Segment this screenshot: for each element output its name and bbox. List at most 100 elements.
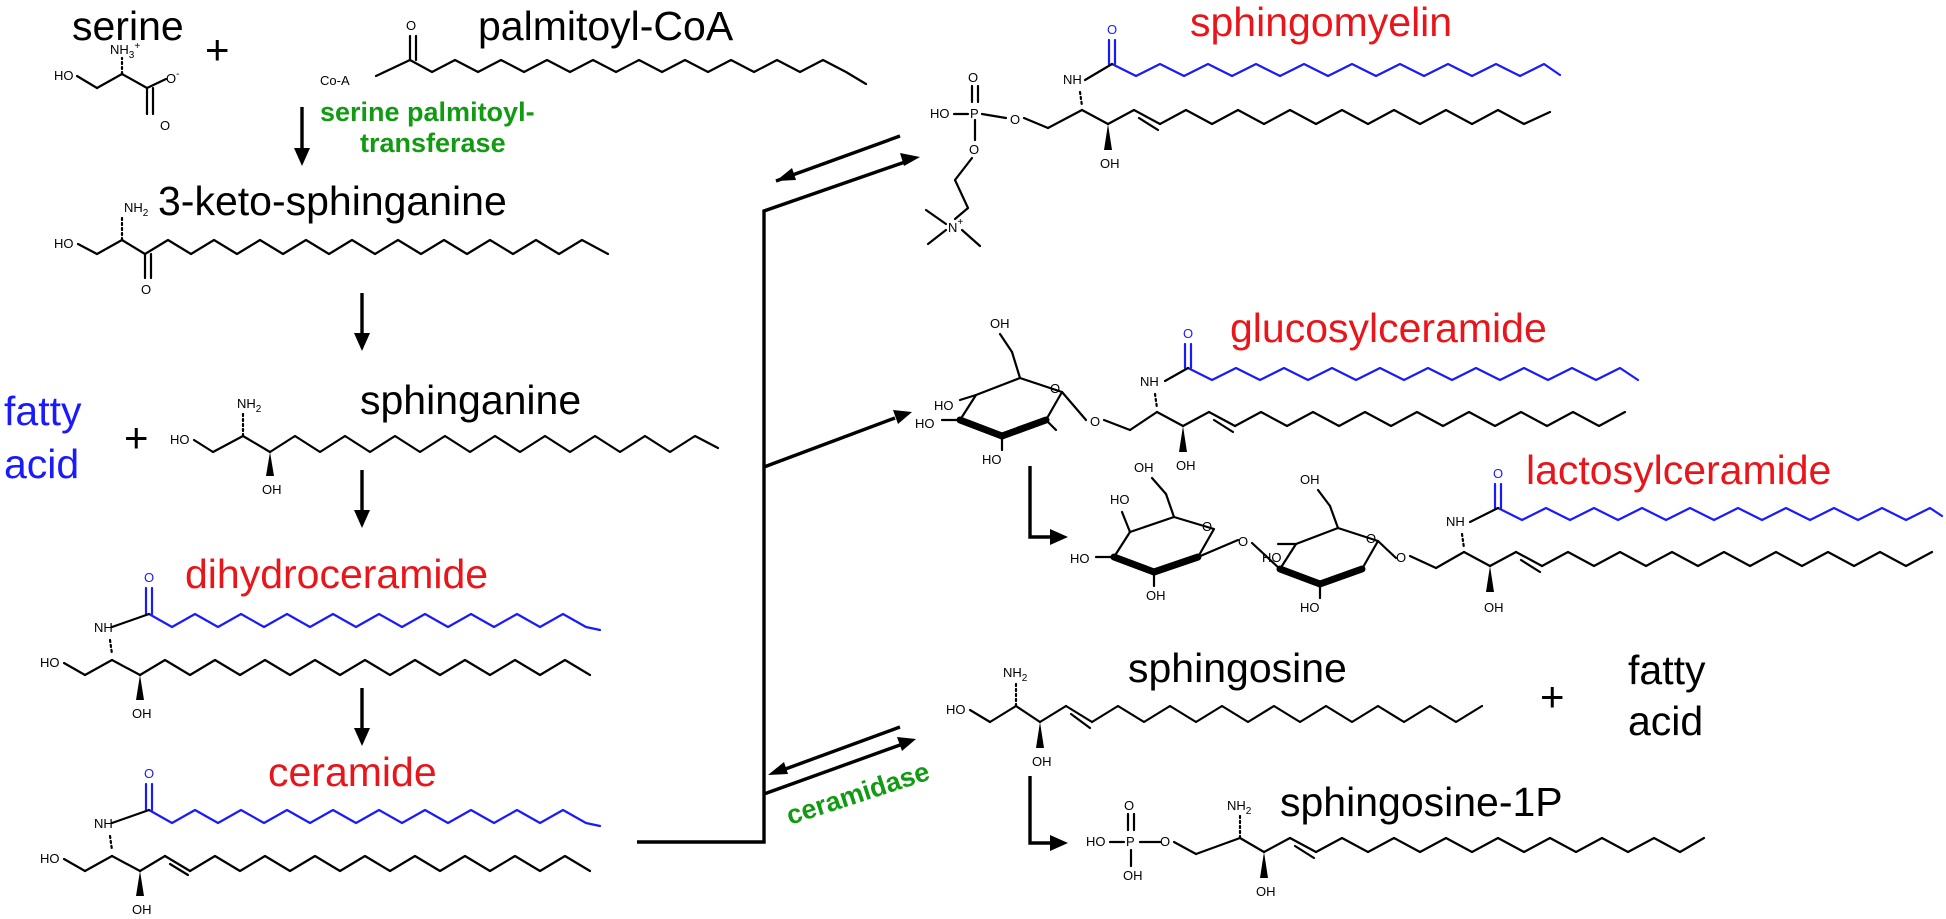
plus-sign: + — [1540, 673, 1565, 720]
sphingomyelin-label: sphingomyelin — [1190, 0, 1452, 45]
o-atom: O — [1366, 531, 1376, 546]
arrowhead — [1050, 835, 1068, 851]
nh-atom: NH — [94, 620, 113, 635]
ho-atom: HO — [946, 702, 966, 717]
fatty-acid-right-line2: acid — [1628, 698, 1703, 744]
oh-atom: OH — [1176, 458, 1196, 473]
arrowhead — [354, 728, 370, 746]
o-atom: O — [1238, 534, 1248, 549]
arrowhead — [897, 737, 916, 751]
branch-connector — [637, 134, 920, 844]
o-atom: O — [1160, 834, 1170, 849]
nh2-atom: NH2 — [124, 200, 149, 219]
arrowhead — [294, 148, 310, 166]
serine-label: serine — [72, 3, 184, 49]
n-plus-atom: N+ — [948, 217, 963, 235]
ho-atom: HO — [1070, 551, 1090, 566]
ho-atom: HO — [54, 236, 74, 251]
oh-atom: OH — [1484, 600, 1504, 615]
nh2-atom: NH2 — [1227, 798, 1252, 817]
sphinganine-structure: sphinganine NH2 HO OH — [170, 377, 720, 497]
arrowhead — [776, 168, 796, 181]
nh-atom: NH — [1446, 514, 1465, 529]
arrowhead — [900, 153, 920, 166]
ho-atom: HO — [1086, 834, 1106, 849]
ho-atom: HO — [1300, 600, 1320, 615]
o-atom: O — [160, 118, 170, 133]
sphingosine-label: sphingosine — [1128, 645, 1347, 691]
ho-atom: HO — [982, 452, 1002, 467]
arrowhead — [768, 762, 788, 775]
o-atom: O — [1050, 381, 1060, 396]
sphingosine-1p-label: sphingosine-1P — [1280, 779, 1563, 825]
nh-atom: NH — [94, 816, 113, 831]
o-atom: O — [144, 766, 154, 781]
nh2-atom: NH2 — [1003, 665, 1028, 684]
glucosylceramide-label: glucosylceramide — [1230, 305, 1547, 351]
plus-sign: + — [124, 414, 149, 461]
plus-sign: + — [205, 26, 230, 73]
lactosylceramide-label: lactosylceramide — [1526, 447, 1831, 493]
arrowhead — [354, 510, 370, 528]
oh-atom: OH — [1100, 156, 1120, 171]
o-atom: O — [968, 70, 978, 85]
ho-atom: HO — [170, 432, 190, 447]
nh-atom: NH — [1063, 72, 1082, 87]
o-atom: O — [1107, 22, 1117, 37]
sphingosine-structure: sphingosine NH2 HO OH — [946, 645, 1484, 769]
sphinganine-label: sphinganine — [360, 377, 581, 423]
o-atom: O — [1010, 112, 1020, 127]
oh-atom: OH — [1300, 472, 1320, 487]
o-atom: O — [1124, 798, 1134, 813]
ho-atom: HO — [915, 416, 935, 431]
oh-atom: OH — [262, 482, 282, 497]
phosphorus-atom: P — [1126, 834, 1135, 849]
o-minus-atom: O- — [166, 69, 179, 86]
3-keto-sphinganine-structure: 3-keto-sphinganine NH2 HO O — [54, 178, 610, 297]
nh2-atom: NH2 — [237, 396, 262, 415]
oh-atom: OH — [1146, 588, 1166, 603]
o-atom: O — [1493, 466, 1503, 481]
arrow-sph-to-s1p — [1028, 776, 1053, 845]
ho-atom: HO — [40, 655, 60, 670]
ho-atom: HO — [930, 106, 950, 121]
o-atom: O — [141, 282, 151, 297]
enzyme-ceramidase: ceramidase — [783, 756, 934, 830]
oh-atom: OH — [1032, 754, 1052, 769]
ho-atom: HO — [54, 68, 74, 83]
sphingosine-1p-structure: sphingosine-1P NH2 HO P O OH O OH — [1086, 779, 1706, 899]
ho-atom: HO — [40, 851, 60, 866]
fatty-acid-right-line1: fatty — [1628, 647, 1706, 693]
lactosylceramide-structure: lactosylceramide O NH O OH O OH HO HO OH… — [1070, 447, 1944, 615]
arrowhead — [893, 410, 912, 424]
coa-atom: Co-A — [320, 73, 350, 88]
nh-atom: NH — [1140, 374, 1159, 389]
enzyme-serine-palmitoyltransferase-line1: serine palmitoyl- — [320, 97, 535, 127]
glucosylceramide-structure: glucosylceramide O NH O OH O OH HO HO HO — [915, 305, 1640, 473]
o-atom: O — [1396, 550, 1406, 565]
o-atom: O — [1090, 414, 1100, 429]
arrow-glc-to-lac — [1028, 466, 1053, 539]
oh-atom: OH — [132, 902, 152, 917]
fatty-acid-left-line2: acid — [4, 441, 79, 487]
oh-atom: OH — [1256, 884, 1276, 899]
phosphorus-atom: P — [970, 106, 979, 121]
serine-structure: serine HO O O- NH3+ — [54, 3, 184, 133]
o-atom: O — [406, 18, 416, 33]
oh-atom: OH — [1123, 868, 1143, 883]
ceramide-label: ceramide — [268, 749, 437, 795]
nh3-atom: NH3+ — [110, 41, 140, 61]
arrowhead — [1050, 529, 1068, 545]
ho-atom: HO — [1110, 492, 1130, 507]
arrowhead — [354, 333, 370, 351]
o-atom: O — [969, 142, 979, 157]
oh-atom: OH — [1134, 460, 1154, 475]
sphingomyelin-structure: sphingomyelin O NH O OH HO P O O N+ — [924, 0, 1562, 248]
dihydroceramide-structure: dihydroceramide O NH HO OH — [40, 551, 602, 721]
oh-atom: OH — [990, 316, 1010, 331]
o-atom: O — [1202, 519, 1212, 534]
palmitoyl-coa-structure: palmitoyl-CoA Co-A O — [320, 3, 868, 88]
dihydroceramide-label: dihydroceramide — [185, 551, 488, 597]
